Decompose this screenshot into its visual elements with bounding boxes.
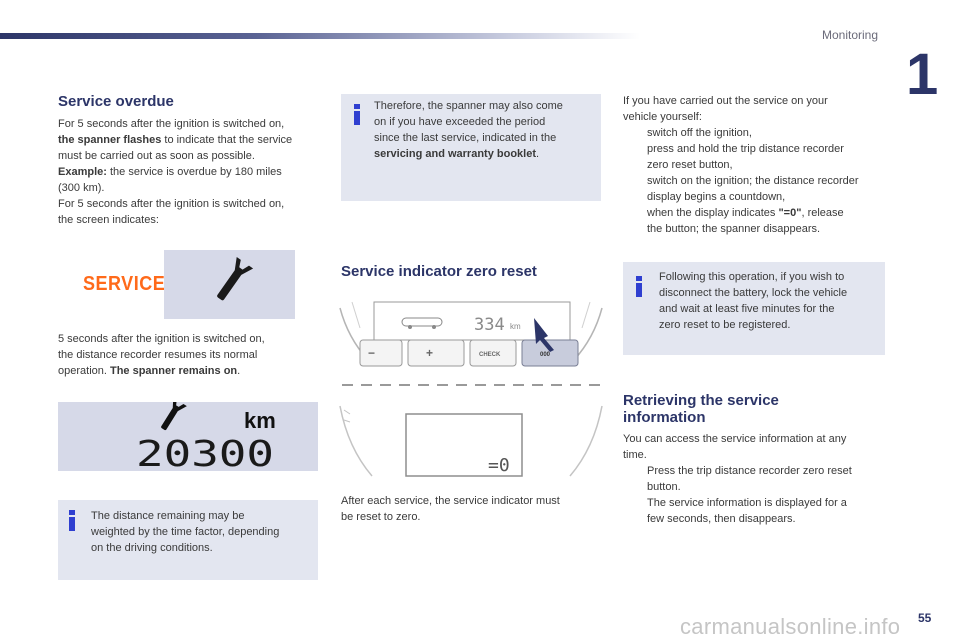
spanner-display-panel bbox=[164, 250, 295, 319]
service-display-word: SERVICE bbox=[83, 271, 166, 295]
text-line: the distance recorder resumes its normal bbox=[58, 349, 258, 361]
text-line: weighted by the time factor, depending bbox=[91, 526, 280, 538]
service-overdue-title: Service overdue bbox=[58, 93, 174, 110]
bold-text: "=0" bbox=[778, 207, 802, 219]
info-text: Therefore, the spanner may also come on … bbox=[374, 98, 596, 162]
odometer-panel: km 20300 bbox=[58, 397, 318, 475]
info-icon bbox=[354, 104, 360, 125]
retrieving-text: You can access the service information a… bbox=[623, 431, 893, 527]
text-line: few seconds, then disappears. bbox=[647, 513, 796, 525]
text-line: (300 km). bbox=[58, 182, 105, 194]
spanner-icon bbox=[161, 397, 187, 431]
service-overdue-text: For 5 seconds after the ignition is swit… bbox=[58, 116, 320, 228]
text-line: when the display indicates "=0", release bbox=[647, 205, 893, 221]
bold-text: The spanner remains on bbox=[109, 365, 238, 377]
car-icon bbox=[401, 317, 443, 327]
odometer-value: 20300 bbox=[136, 434, 274, 471]
step-item: press and hold the trip distance recorde… bbox=[623, 141, 893, 173]
title-line: information bbox=[623, 409, 706, 427]
text-line: zero reset button, bbox=[647, 159, 733, 171]
text-line: display begins a countdown, bbox=[647, 191, 786, 203]
section-label: Monitoring bbox=[822, 28, 879, 42]
retrieving-title: Retrieving the service information bbox=[623, 392, 779, 427]
info-icon bbox=[636, 276, 642, 297]
instrument-cluster-illustration: 334 km − + CHECK 000 =0 bbox=[339, 301, 603, 477]
text-line: zero reset to be registered. bbox=[659, 319, 791, 331]
step-item: Press the trip distance recorder zero re… bbox=[623, 463, 893, 527]
cluster-zero-button: 000 bbox=[540, 352, 551, 358]
text-line: servicing and warranty booklet. bbox=[374, 146, 596, 162]
page-number: 55 bbox=[918, 611, 932, 625]
text-line: Example: the service is overdue by 180 m… bbox=[58, 164, 320, 180]
info-box-battery: Following this operation, if you wish to… bbox=[623, 262, 885, 355]
text-line: The service information is displayed for… bbox=[647, 497, 847, 509]
text-line: After each service, the service indicato… bbox=[341, 495, 560, 507]
step-item: switch on the ignition; the distance rec… bbox=[623, 173, 893, 205]
text-line: on the driving conditions. bbox=[91, 542, 213, 554]
text-line: button. bbox=[647, 481, 681, 493]
text-line: operation. The spanner remains on. bbox=[58, 363, 320, 379]
text-span: , release bbox=[801, 207, 844, 219]
text-span: operation. bbox=[58, 365, 110, 377]
step-item: switch off the ignition, bbox=[623, 125, 893, 141]
text-line: 5 seconds after the ignition is switched… bbox=[58, 333, 265, 345]
odometer-display: km 20300 bbox=[136, 397, 276, 475]
bold-text: Example: bbox=[58, 166, 107, 178]
info-text: Following this operation, if you wish to… bbox=[659, 269, 881, 333]
text-line: be reset to zero. bbox=[341, 511, 421, 523]
text-line: disconnect the battery, lock the vehicle bbox=[659, 287, 848, 299]
info-icon bbox=[69, 510, 75, 531]
text-line: You can access the service information a… bbox=[623, 433, 847, 445]
cluster-distance-value: 334 bbox=[474, 315, 505, 335]
bold-text: the spanner flashes bbox=[58, 134, 162, 146]
cluster-distance-unit: km bbox=[510, 322, 521, 331]
title-line: Retrieving the service bbox=[623, 392, 779, 409]
zero-reset-title: Service indicator zero reset bbox=[341, 263, 537, 280]
header-rule bbox=[0, 33, 640, 39]
watermark: carmanualsonline.info bbox=[680, 614, 901, 639]
text-line: time. bbox=[623, 449, 647, 461]
text-line: switch off the ignition, bbox=[647, 127, 752, 139]
chapter-number: 1 bbox=[906, 42, 939, 107]
text-span: . bbox=[237, 365, 241, 377]
pointer-arrow-icon bbox=[534, 318, 554, 352]
text-line: the spanner flashes to indicate that the… bbox=[58, 132, 320, 148]
info-box-warranty: Therefore, the spanner may also come on … bbox=[341, 94, 601, 201]
step-item: when the display indicates "=0", release… bbox=[623, 205, 893, 237]
text-span: to indicate that the service bbox=[161, 134, 293, 146]
cluster-minus-button: − bbox=[368, 346, 375, 360]
text-line: For 5 seconds after the ignition is swit… bbox=[58, 198, 285, 210]
spanner-icon bbox=[217, 256, 254, 301]
text-line: and wait at least five minutes for the bbox=[659, 303, 835, 315]
text-line: switch on the ignition; the distance rec… bbox=[647, 175, 859, 187]
text-line: For 5 seconds after the ignition is swit… bbox=[58, 118, 285, 130]
info-text: The distance remaining may be weighted b… bbox=[91, 508, 313, 556]
cluster-plus-button: + bbox=[426, 346, 433, 360]
info-box-time-factor: The distance remaining may be weighted b… bbox=[58, 500, 318, 580]
text-span: . bbox=[536, 148, 540, 160]
text-span: when the display indicates bbox=[647, 207, 779, 219]
text-line: since the last service, indicated in the bbox=[374, 132, 557, 144]
text-line: the screen indicates: bbox=[58, 214, 159, 226]
text-line: on if you have exceeded the period bbox=[374, 116, 546, 128]
text-line: the button; the spanner disappears. bbox=[647, 223, 821, 235]
spanner-remains-text: 5 seconds after the ignition is switched… bbox=[58, 331, 320, 379]
text-line: Following this operation, if you wish to bbox=[659, 271, 845, 283]
text-span: the service is overdue by 180 miles bbox=[106, 166, 282, 178]
text-line: Press the trip distance recorder zero re… bbox=[647, 465, 852, 477]
bold-text: servicing and warranty booklet bbox=[374, 148, 536, 160]
text-line: Therefore, the spanner may also come bbox=[374, 100, 563, 112]
text-line: vehicle yourself: bbox=[623, 111, 702, 123]
cluster-check-button: CHECK bbox=[479, 352, 501, 358]
text-line: The distance remaining may be bbox=[91, 510, 245, 522]
text-line: press and hold the trip distance recorde… bbox=[647, 143, 844, 155]
reset-steps: If you have carried out the service on y… bbox=[623, 93, 893, 237]
text-line: must be carried out as soon as possible. bbox=[58, 150, 255, 162]
small-display-value: =0 bbox=[488, 455, 510, 476]
odometer-unit: km bbox=[244, 408, 276, 433]
zero-reset-note: After each service, the service indicato… bbox=[341, 493, 603, 525]
text-line: If you have carried out the service on y… bbox=[623, 95, 828, 107]
